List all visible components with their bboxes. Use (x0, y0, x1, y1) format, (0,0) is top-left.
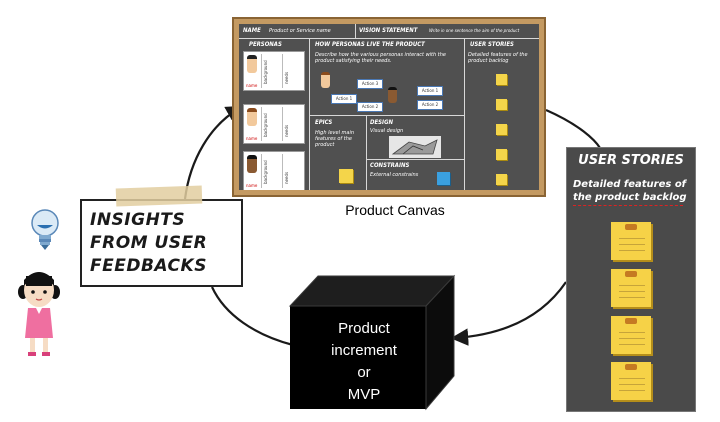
sticky-note-icon (496, 149, 507, 160)
sticky-note-icon (611, 222, 651, 260)
divider (366, 159, 464, 160)
divider (355, 24, 356, 38)
sticky-note-icon (496, 174, 507, 185)
canvas-name-value: Product or Service name (269, 28, 331, 34)
sticky-note-icon (339, 169, 353, 183)
product-increment-label: Product increment or MVP (304, 318, 424, 406)
user-stories-subtitle: Detailed features of the product backlog (573, 179, 687, 203)
design-sketch-image (389, 136, 441, 158)
canvas-user-stories-desc: Detailed features of the product backlog (468, 52, 528, 64)
product-increment-box (288, 274, 456, 411)
product-canvas-board: NAME Product or Service name VISION STAT… (232, 17, 546, 197)
canvas-how-label: HOW PERSONAS LIVE THE PRODUCT (315, 41, 425, 48)
persona-needs-field: needs (284, 124, 289, 137)
action-3: Action 3 (357, 79, 383, 89)
increment-line: increment (331, 342, 397, 359)
canvas-epics-label: EPICS (315, 119, 333, 126)
sticky-note-icon (611, 316, 651, 354)
action-2: Action 2 (417, 100, 443, 110)
persona-card: name background needs (243, 104, 305, 144)
canvas-vision-label: VISION STATEMENT (359, 27, 418, 34)
persona-avatar-icon (321, 72, 330, 88)
persona-name-field: name (246, 183, 258, 188)
canvas-epics-desc: High level main features of the product (315, 130, 355, 148)
divider (464, 38, 465, 190)
canvas-constrains-desc: External constrains (370, 172, 419, 178)
persona-avatar-icon (247, 108, 257, 126)
person-icon (18, 272, 60, 356)
persona-avatar-icon (388, 87, 397, 103)
canvas-vision-value: Write in one sentence the aim of the pro… (429, 28, 520, 33)
sticky-note-icon (496, 74, 507, 85)
user-stories-panel: USER STORIES Detailed features of the pr… (566, 147, 696, 412)
persona-background-field: background (263, 113, 268, 137)
persona-avatar-icon (247, 55, 257, 73)
product-canvas-caption: Product Canvas (345, 202, 445, 218)
persona-background-field: background (263, 60, 268, 84)
tape-strip (115, 185, 203, 207)
divider (366, 115, 367, 190)
canvas-design-desc: Visual design (370, 128, 404, 134)
persona-avatar-icon (247, 155, 257, 173)
sticky-note-icon (611, 269, 651, 307)
persona-background-field: background (263, 160, 268, 184)
persona-card: name background needs (243, 151, 305, 190)
action-1: Action 1 (417, 86, 443, 96)
canvas-user-stories-label: USER STORIES (470, 41, 514, 48)
canvas-constrains-label: CONSTRAINS (370, 162, 410, 169)
arrow-canvas-to-stories (545, 108, 601, 149)
increment-line: Product (338, 320, 390, 337)
sticky-note-icon (496, 99, 507, 110)
divider (239, 38, 539, 39)
action-1: Action 1 (331, 94, 357, 104)
user-stories-title: USER STORIES (578, 153, 684, 168)
persona-card: name background needs (243, 51, 305, 91)
divider (309, 115, 464, 116)
sticky-note-icon (611, 362, 651, 400)
sticky-note-icon (437, 172, 450, 185)
arrow-increment-to-insights (211, 286, 294, 347)
increment-line: MVP (347, 386, 381, 403)
canvas-how-desc: Describe how the various personas intera… (315, 52, 446, 64)
persona-needs-field: needs (284, 171, 289, 184)
persona-name-field: name (246, 136, 258, 141)
arrow-stories-to-increment (450, 281, 567, 346)
increment-line: or (357, 364, 371, 381)
canvas-design-label: DESIGN (370, 119, 394, 126)
action-2: Action 2 (357, 102, 383, 112)
underline (573, 204, 683, 206)
persona-name-field: name (246, 83, 258, 88)
canvas-name-label: NAME (243, 27, 261, 34)
persona-needs-field: needs (284, 71, 289, 84)
insights-from-feedback-box: INSIGHTS FROM USER FEEDBACKS (80, 199, 243, 287)
insights-title: INSIGHTS FROM USER FEEDBACKS (90, 210, 208, 276)
lightbulb-icon (31, 209, 59, 250)
sticky-note-icon (496, 124, 507, 135)
canvas-personas-label: PERSONAS (249, 41, 282, 48)
divider (309, 38, 310, 190)
